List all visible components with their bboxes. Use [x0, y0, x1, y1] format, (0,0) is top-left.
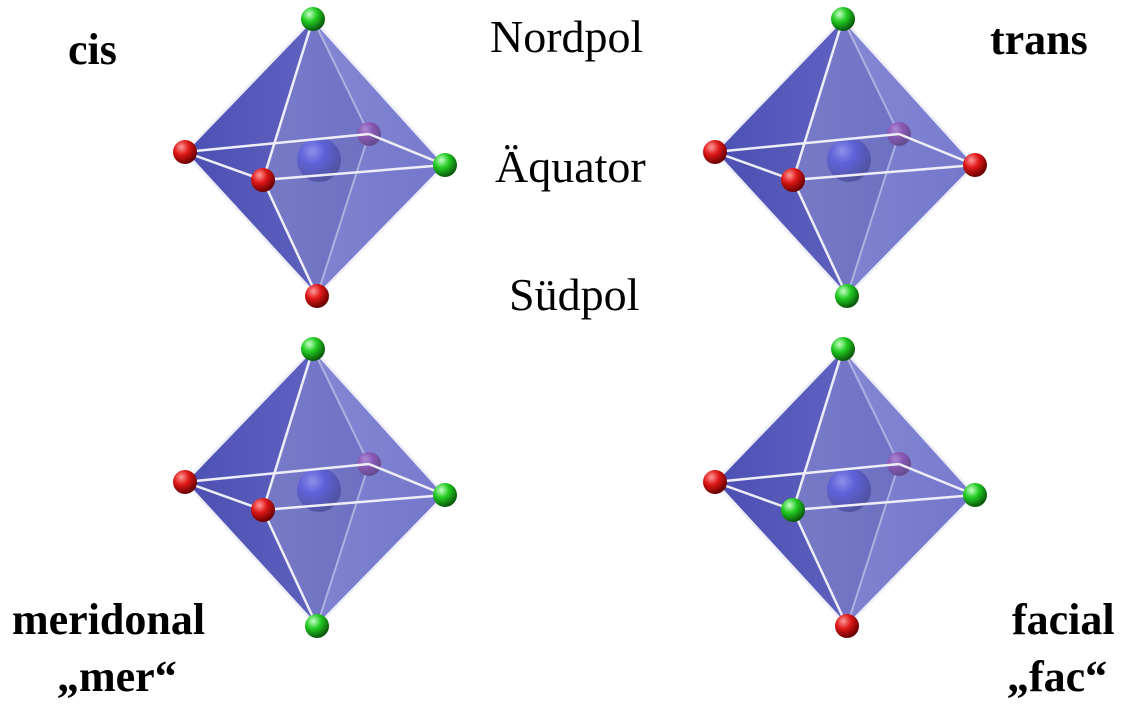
octahedron-edge: [792, 493, 976, 512]
ligand-top: [301, 337, 325, 361]
octahedron-edge: [184, 18, 314, 153]
octahedron-edge: [184, 480, 264, 512]
ligand-left: [703, 140, 727, 164]
octahedron-edge: [262, 163, 446, 182]
front-face: [263, 165, 445, 296]
octahedron-edge: [846, 494, 976, 627]
facial-octahedron: [703, 337, 987, 638]
ligand-front: [251, 168, 275, 192]
octahedron-edge: [312, 18, 446, 166]
ligand-bottom: [835, 614, 859, 638]
octahedron-edge: [184, 151, 318, 297]
front-face: [263, 495, 445, 626]
octahedron-edge: [184, 150, 264, 182]
octahedron-edge: [714, 151, 848, 297]
octahedron-edge: [846, 164, 976, 297]
octahedron-edge: [898, 462, 976, 497]
fac-abbreviation-label: „fac“: [1007, 652, 1108, 701]
octahedron-edge: [184, 348, 314, 483]
north-pole-label: Nordpol: [490, 11, 644, 62]
ligand-front: [251, 498, 275, 522]
octahedron-edge: [714, 18, 844, 153]
octahedron-edge: [316, 164, 446, 297]
ligand-left: [173, 470, 197, 494]
front-face: [715, 349, 843, 510]
front-face: [793, 165, 975, 296]
ligand-top: [831, 337, 855, 361]
octahedron-edge: [261, 348, 315, 511]
front-face: [715, 19, 843, 180]
octahedron-edge: [261, 509, 319, 627]
octahedron-edge: [312, 348, 446, 496]
octahedron-edge: [842, 348, 976, 496]
ligand-top: [831, 7, 855, 31]
octahedron-edge: [714, 132, 900, 154]
ligand-right: [963, 153, 987, 177]
facial-label: facial: [1012, 595, 1115, 644]
front-face: [185, 19, 313, 180]
octahedron-edge: [714, 150, 794, 182]
octahedron-edge: [184, 481, 318, 627]
octahedron-edge: [714, 480, 794, 512]
ligand-front: [781, 168, 805, 192]
octahedron-edge: [842, 18, 976, 166]
mer-abbreviation-label: „mer“: [57, 652, 177, 701]
trans-octahedron: [703, 7, 987, 308]
ligand-right: [433, 153, 457, 177]
south-pole-label: Südpol: [509, 269, 640, 320]
octahedron-edge: [262, 493, 446, 512]
ligand-bottom: [305, 284, 329, 308]
ligand-left: [703, 470, 727, 494]
octahedron-edge: [184, 132, 370, 154]
octahedron-edge: [261, 179, 319, 297]
octahedron-edge: [714, 481, 848, 627]
ligand-left: [173, 140, 197, 164]
octahedron-edge: [791, 348, 845, 511]
trans-label: trans: [990, 15, 1088, 64]
front-face: [185, 349, 313, 510]
octahedron-edge: [714, 348, 844, 483]
ligand-top: [301, 7, 325, 31]
meridional-octahedron: [173, 337, 457, 638]
octahedron-edge: [714, 462, 900, 484]
octahedron-edge: [184, 462, 370, 484]
equator-label: Äquator: [495, 141, 646, 192]
ligand-right: [433, 483, 457, 507]
meridional-label: meridonal: [12, 595, 206, 644]
octahedron-edge: [261, 18, 315, 181]
octahedron-edge: [791, 18, 845, 181]
cis-octahedron: [173, 7, 457, 308]
ligand-right: [963, 483, 987, 507]
octahedron-edge: [898, 132, 976, 167]
octahedron-edge: [368, 132, 446, 167]
cis-label: cis: [68, 25, 117, 74]
ligand-bottom: [305, 614, 329, 638]
octahedron-edge: [791, 179, 849, 297]
octahedron-edge: [368, 462, 446, 497]
octahedron-edge: [316, 494, 446, 627]
ligand-front: [781, 498, 805, 522]
octahedron-edge: [792, 163, 976, 182]
front-face: [793, 495, 975, 626]
octahedron-edge: [791, 509, 849, 627]
ligand-bottom: [835, 284, 859, 308]
